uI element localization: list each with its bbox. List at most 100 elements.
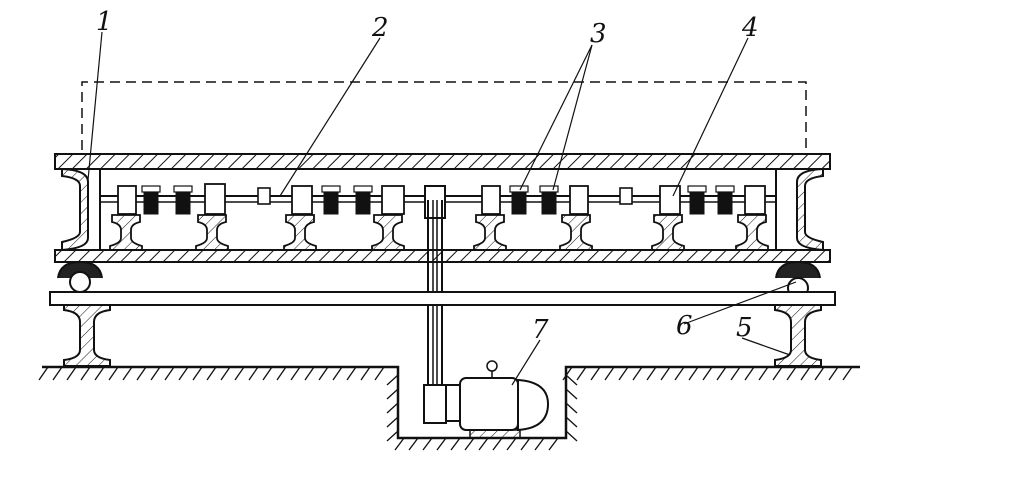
leader-6 <box>683 281 797 325</box>
ground-hatch-line <box>492 437 503 451</box>
ground-hatch-line <box>262 366 273 381</box>
side-frame-left <box>61 167 89 252</box>
callout-5: 5 <box>736 313 753 343</box>
gear-cap <box>141 185 161 193</box>
ground-hatch-line <box>38 366 49 381</box>
lower-beam <box>49 291 836 306</box>
ground-hatch-line <box>386 374 399 386</box>
rail-support <box>371 214 405 251</box>
motor <box>445 360 550 439</box>
ground-hatch-line <box>565 374 578 386</box>
rail-support <box>559 214 593 251</box>
rail-support <box>283 214 317 251</box>
gear-cap <box>715 185 735 193</box>
ground-hatch-line <box>374 366 385 381</box>
bearing-block <box>291 185 313 215</box>
gear-dark <box>511 189 527 215</box>
gear-dark <box>689 189 705 215</box>
ground-hatch-line <box>80 366 91 381</box>
leader-2 <box>279 37 381 197</box>
rail-support <box>735 214 769 251</box>
leader-3a <box>519 44 593 191</box>
ground-hatching <box>38 366 853 451</box>
ground-hatch-line <box>192 366 203 381</box>
ground-hatch-line <box>674 366 685 381</box>
leader-lines <box>87 31 797 386</box>
shaft-components <box>109 183 769 251</box>
belt-pulley-top <box>424 185 446 219</box>
ground-hatch-line <box>290 366 301 381</box>
callout-4: 4 <box>741 13 759 43</box>
rail-support <box>195 214 229 251</box>
leader-4 <box>672 37 749 197</box>
ground-hatch-line <box>332 366 343 381</box>
ground-hatch-line <box>800 366 811 381</box>
callout-3: 3 <box>590 19 607 49</box>
coupling <box>619 187 633 205</box>
ground-hatch-line <box>464 437 475 451</box>
callout-6: 6 <box>676 311 693 341</box>
ground-hatch-line <box>772 366 783 381</box>
ground-hatch-line <box>136 366 147 381</box>
ground-hatch-line <box>386 388 399 400</box>
ground-hatch-line <box>565 416 578 428</box>
ground-hatch-line <box>450 437 461 451</box>
roller-left <box>57 260 103 293</box>
bearing-block <box>117 185 137 215</box>
ground-hatch-line <box>478 437 489 451</box>
ground-hatch-line <box>688 366 699 381</box>
ground-hatch-line <box>702 366 713 381</box>
ground-hatch-line <box>318 366 329 381</box>
ground-hatch-line <box>394 437 405 451</box>
ground-hatch-line <box>360 366 371 381</box>
bearing-block <box>569 185 589 215</box>
ground-hatch-line <box>52 366 63 381</box>
ground-hatch-line <box>276 366 287 381</box>
ground-hatch-line <box>346 366 357 381</box>
rail-support <box>473 214 507 251</box>
belt-pulley-bottom <box>423 384 447 424</box>
ground-hatch-line <box>520 437 531 451</box>
ground-hatch-line <box>660 366 671 381</box>
ground-hatch-line <box>220 366 231 381</box>
ground-hatch-line <box>150 366 161 381</box>
bearing-block <box>204 183 226 215</box>
gear-cap <box>687 185 707 193</box>
gear-dark <box>355 189 371 215</box>
leader-5 <box>741 337 791 356</box>
ground-hatch-line <box>814 366 825 381</box>
load-outline-dashed <box>81 81 807 150</box>
ground-hatch-line <box>758 366 769 381</box>
side-frame-right <box>796 167 824 252</box>
gear-cap <box>353 185 373 193</box>
gear-dark <box>323 189 339 215</box>
callout-2: 2 <box>371 13 389 43</box>
gear-dark <box>717 189 733 215</box>
ground-hatch-line <box>108 366 119 381</box>
gear-cap <box>509 185 529 193</box>
leader-7 <box>511 339 541 386</box>
ground-hatch-line <box>828 366 839 381</box>
ground-hatch-line <box>744 366 755 381</box>
ground-hatch-line <box>206 366 217 381</box>
gear-cap <box>539 185 559 193</box>
ground-hatch-line <box>386 430 399 442</box>
ground-hatch-line <box>66 366 77 381</box>
ground-hatch-line <box>304 366 315 381</box>
ground-hatch-line <box>386 416 399 428</box>
ground-hatch-line <box>408 437 419 451</box>
ground-hatch-line <box>94 366 105 381</box>
ground-hatch-line <box>565 430 578 442</box>
bearing-block <box>659 185 681 215</box>
ground-hatch-line <box>565 402 578 414</box>
ground-hatch-line <box>842 366 853 381</box>
top-plate <box>54 153 831 170</box>
ground-hatch-line <box>590 366 601 381</box>
leader-1 <box>87 31 103 181</box>
leader-3b <box>552 44 593 191</box>
ground-hatch-line <box>576 366 587 381</box>
rail-support <box>651 214 685 251</box>
ground-hatch-line <box>618 366 629 381</box>
ground-hatch-line <box>164 366 175 381</box>
